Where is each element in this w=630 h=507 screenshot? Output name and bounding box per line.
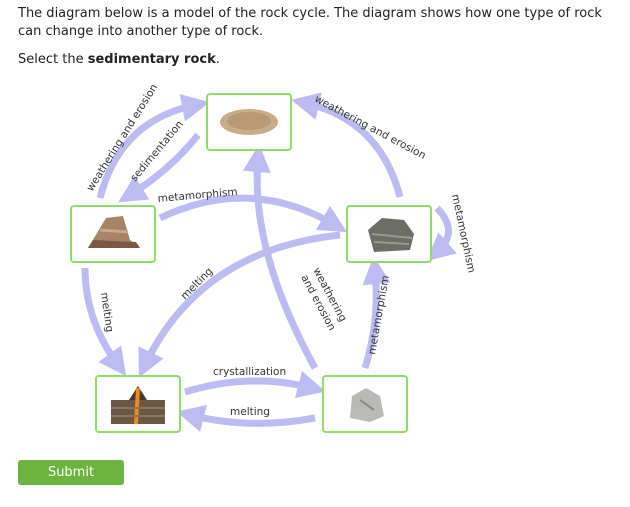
question-text: The diagram below is a model of the rock… bbox=[18, 6, 602, 39]
label-weathering-erosion-right: weathering and erosion bbox=[313, 93, 428, 162]
arrow-weathering-right bbox=[291, 92, 404, 198]
rock-option-magma[interactable] bbox=[95, 375, 181, 433]
label-melting-left: melting bbox=[98, 292, 115, 333]
arrow-weathering-left bbox=[96, 93, 210, 199]
magma-image bbox=[111, 386, 165, 425]
arrow-crystallization bbox=[183, 370, 326, 399]
arrow-metamorphism-right bbox=[426, 205, 457, 262]
arrow-melting-left bbox=[81, 267, 127, 377]
sediment-image bbox=[220, 109, 278, 135]
label-metamorphism-right: metamorphism bbox=[449, 193, 477, 274]
igneous-rock-image bbox=[350, 388, 384, 422]
rock-option-sediment[interactable] bbox=[206, 93, 292, 151]
sedimentary-rock-image bbox=[88, 216, 140, 248]
instruction-suffix: . bbox=[215, 52, 220, 67]
label-weathering-erosion-left: weathering and erosion bbox=[84, 82, 160, 194]
instruction-prefix: Select the bbox=[18, 52, 88, 67]
instruction-bold: sedimentary rock bbox=[87, 52, 216, 67]
arrow-metamorphism-top bbox=[158, 194, 348, 233]
arrow-melting-bottom bbox=[176, 404, 316, 432]
metamorphic-rock-image bbox=[368, 218, 414, 252]
label-crystallization: crystallization bbox=[213, 366, 286, 378]
rock-option-sedimentary[interactable] bbox=[70, 205, 156, 263]
arrow-melting-center bbox=[138, 231, 341, 378]
arrow-metamorphism-lower bbox=[361, 256, 391, 370]
arrow-sedimentation bbox=[118, 132, 201, 203]
submit-button[interactable]: Submit bbox=[18, 460, 124, 485]
label-melting-bottom: melting bbox=[230, 406, 270, 418]
rock-option-metamorphic[interactable] bbox=[346, 205, 432, 263]
label-metamorphism-lower: metamorphism bbox=[366, 274, 392, 355]
rock-option-igneous[interactable] bbox=[322, 375, 408, 433]
arrow-weathering-center bbox=[242, 144, 319, 370]
instruction: Select the sedimentary rock. bbox=[18, 52, 220, 67]
